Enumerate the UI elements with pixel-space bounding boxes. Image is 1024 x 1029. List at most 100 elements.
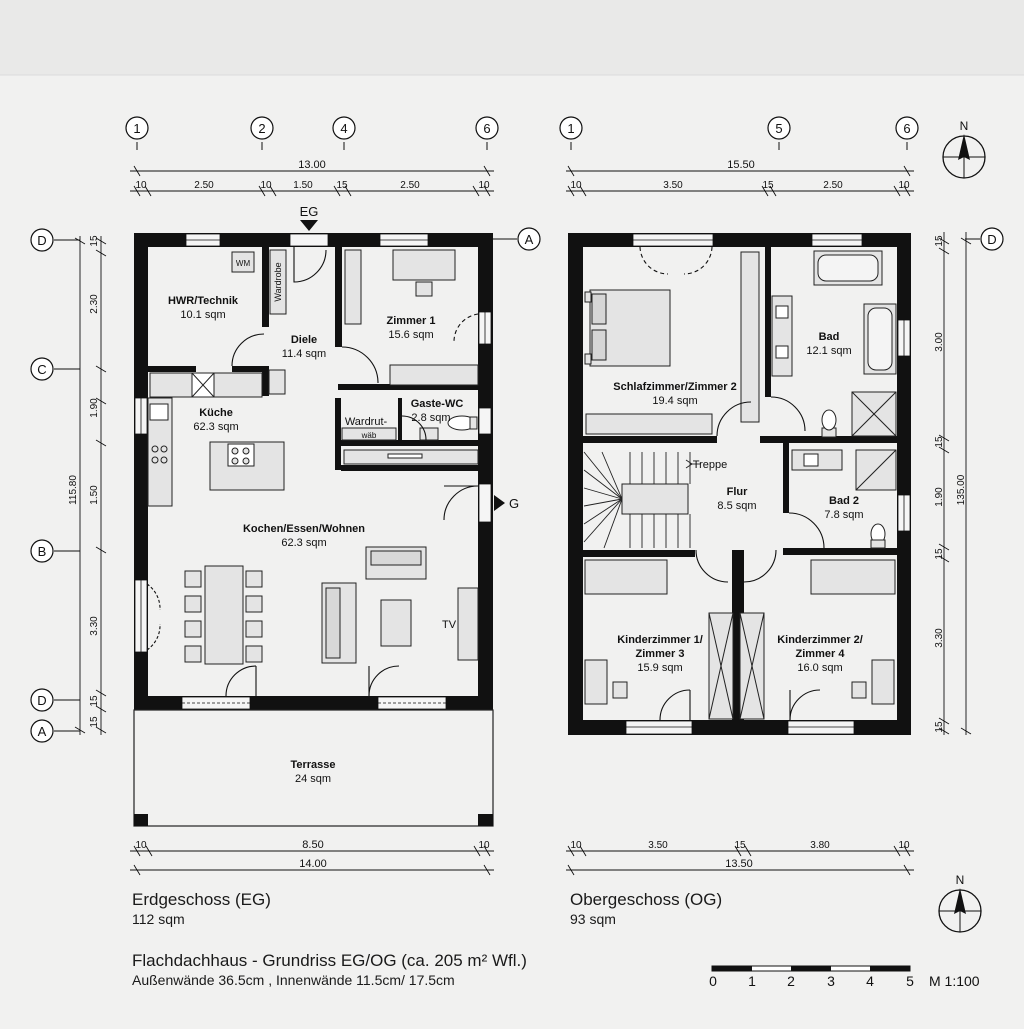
eg-dim-top: 13.00 10 2.50 10 1.50 15 2.50 10 (130, 159, 494, 197)
svg-text:3.30: 3.30 (89, 616, 100, 636)
svg-text:5: 5 (775, 121, 782, 136)
svg-text:2.50: 2.50 (400, 180, 420, 191)
svg-text:15: 15 (762, 180, 774, 191)
svg-text:6: 6 (903, 121, 910, 136)
label-wardrobe2: Wardrut- (345, 416, 388, 428)
svg-text:10: 10 (570, 840, 582, 851)
svg-text:13.00: 13.00 (298, 159, 326, 171)
ground-floor-plan: 1 2 4 6 13.00 10 2.50 10 1.50 15 2.50 10… (30, 116, 541, 876)
room-kinder2-name1: Kinderzimmer 2/ (777, 634, 863, 646)
svg-text:2: 2 (258, 121, 265, 136)
scale-tick-3: 3 (827, 973, 835, 989)
svg-text:135.00: 135.00 (956, 474, 967, 505)
plan-title: Flachdachhaus - Grundriss EG/OG (ca. 205… (132, 951, 527, 970)
og-floor-area: 93 sqm (570, 911, 616, 927)
svg-text:3.00: 3.00 (934, 332, 945, 352)
eg-furniture (147, 249, 479, 665)
og-furniture (584, 250, 897, 720)
svg-text:D: D (37, 693, 46, 708)
room-hwr-area: 10.1 sqm (180, 309, 225, 321)
og-floor-title: Obergeschoss (OG) (570, 890, 723, 909)
og-stair (583, 451, 700, 549)
svg-text:15: 15 (89, 695, 100, 707)
svg-text:C: C (37, 362, 46, 377)
room-flur-area: 8.5 sqm (717, 500, 756, 512)
svg-text:10: 10 (570, 180, 582, 191)
room-kinder1-name1: Kinderzimmer 1/ (617, 634, 703, 646)
label-wm: WM (236, 259, 251, 268)
svg-text:3.50: 3.50 (663, 180, 683, 191)
eg-terrace (133, 709, 494, 827)
scale-bar: 0 1 2 3 4 5 M 1:100 (709, 965, 980, 989)
room-terrasse-name: Terrasse (290, 759, 335, 771)
svg-text:15: 15 (89, 716, 100, 728)
og-grid-axis-5: 5 (767, 116, 791, 150)
room-schlafzimmer-area: 19.4 sqm (652, 395, 697, 407)
svg-text:15.50: 15.50 (727, 159, 755, 171)
svg-text:15: 15 (934, 721, 945, 733)
eg-dim-bottom: 10 8.50 10 14.00 (130, 839, 494, 876)
room-kinder1-area: 15.9 sqm (637, 662, 682, 674)
og-dim-top: 15.50 10 3.50 15 2.50 10 (566, 159, 914, 197)
upper-floor-plan: 1 5 6 15.50 10 3.50 15 2.50 10 D (559, 116, 1004, 876)
svg-text:15: 15 (89, 235, 100, 247)
eg-grid-axis-2: 2 (250, 116, 274, 150)
svg-text:10: 10 (898, 180, 910, 191)
room-gaeste-wc-name: Gaste-WC (411, 398, 464, 410)
svg-text:D: D (37, 233, 46, 248)
room-kinder2-area: 16.0 sqm (797, 662, 842, 674)
label-garderobe: Wardrobe (273, 262, 283, 301)
svg-text:D: D (987, 232, 996, 247)
svg-text:15: 15 (934, 436, 945, 448)
room-schlafzimmer-name: Schlafzimmer/Zimmer 2 (613, 381, 737, 393)
scale-label: M 1:100 (929, 973, 980, 989)
og-doors (639, 246, 825, 721)
eg-openings (134, 233, 492, 710)
scale-tick-1: 1 (748, 973, 756, 989)
svg-text:1.90: 1.90 (934, 487, 945, 507)
eg-floor-title: Erdgeschoss (EG) (132, 890, 271, 909)
scale-tick-5: 5 (906, 973, 914, 989)
og-grid-axis-6: 6 (895, 116, 919, 150)
svg-text:15: 15 (336, 180, 348, 191)
svg-text:6: 6 (483, 121, 490, 136)
room-bad-name: Bad (819, 331, 840, 343)
svg-text:10: 10 (478, 180, 490, 191)
svg-text:2.50: 2.50 (194, 180, 214, 191)
room-bad-area: 12.1 sqm (806, 345, 851, 357)
room-hwr-name: HWR/Technik (168, 295, 239, 307)
scale-tick-0: 0 (709, 973, 717, 989)
label-treppe: Treppe (693, 459, 727, 471)
room-wohnen-area: 62.3 sqm (281, 537, 326, 549)
svg-text:N: N (960, 119, 969, 133)
svg-text:B: B (38, 544, 47, 559)
eg-floor-area: 112 sqm (132, 911, 185, 927)
svg-text:3.30: 3.30 (934, 628, 945, 648)
label-wardrobe2b: wäb (361, 431, 377, 440)
svg-text:15: 15 (734, 840, 746, 851)
room-diele-area: 11.4 sqm (282, 348, 326, 360)
room-kinder1-name2: Zimmer 3 (636, 648, 685, 660)
room-bad2-name: Bad 2 (829, 495, 859, 507)
room-wohnen-name: Kochen/Essen/Wohnen (243, 523, 365, 535)
svg-text:1: 1 (133, 121, 140, 136)
room-kueche-name: Küche (199, 407, 233, 419)
og-axis-d-right: D (965, 227, 1004, 251)
room-kinder2-name2: Zimmer 4 (796, 648, 846, 660)
svg-text:8.50: 8.50 (302, 839, 323, 851)
north-arrow-icon: N (942, 119, 986, 179)
og-interior-walls (583, 247, 897, 720)
svg-text:1.50: 1.50 (293, 180, 313, 191)
eg-row-axes: D C B D A (30, 228, 80, 743)
eg-grid-axis-4: 4 (332, 116, 356, 150)
svg-text:2.30: 2.30 (89, 294, 100, 314)
north-arrow-icon: N (938, 873, 982, 933)
scale-tick-4: 4 (866, 973, 874, 989)
svg-text:10: 10 (135, 840, 147, 851)
room-gaeste-wc-area: 2.8 sqm (411, 412, 450, 424)
svg-text:N: N (956, 873, 965, 887)
svg-text:A: A (38, 724, 47, 739)
svg-text:10: 10 (898, 840, 910, 851)
eg-entrance-marker: EG (300, 204, 318, 231)
